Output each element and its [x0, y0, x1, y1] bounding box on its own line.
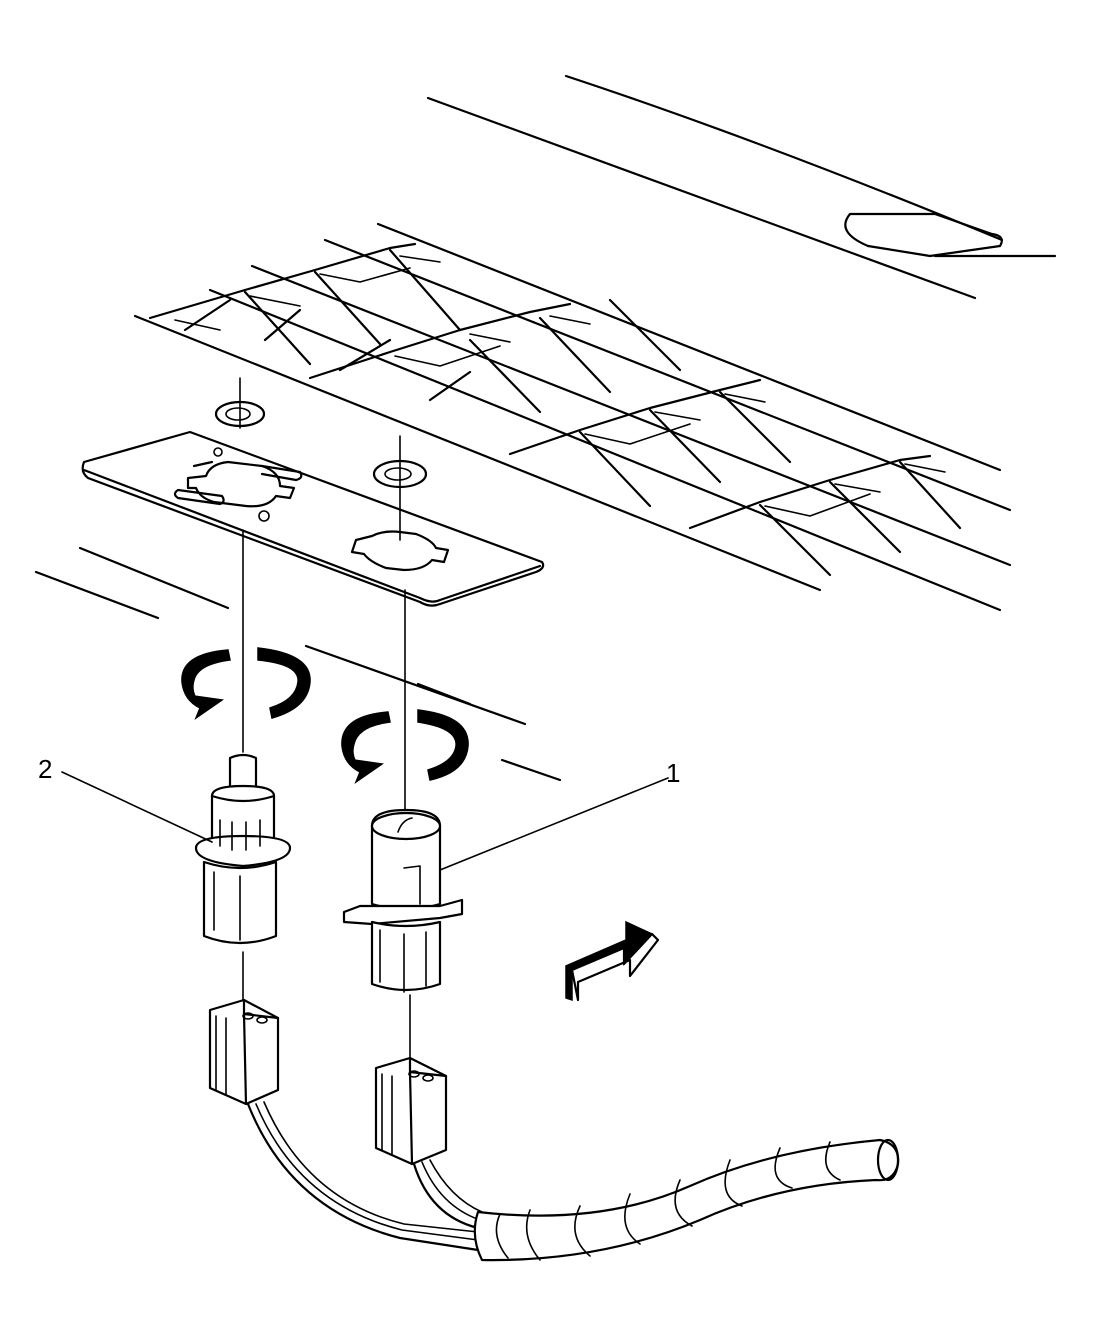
connector-2 [208, 998, 280, 1106]
bulb-socket-1 [342, 808, 464, 993]
connector-1 [374, 1056, 448, 1166]
rotation-arrow-icon [181, 647, 311, 721]
direction-arrow-icon [565, 920, 660, 1002]
wire-harness [246, 1101, 900, 1262]
leader-lines [61, 771, 669, 871]
alignment-axes [239, 377, 411, 1063]
mounting-plate [81, 430, 545, 607]
callout-1: 1 [666, 758, 680, 788]
callout-2: 2 [38, 754, 52, 784]
grille [133, 222, 1012, 612]
body-surface-lines [34, 546, 562, 782]
bulb-socket-2 [194, 753, 292, 945]
body-panel-edge [426, 74, 1057, 300]
rotation-arrow-icon [341, 709, 469, 785]
